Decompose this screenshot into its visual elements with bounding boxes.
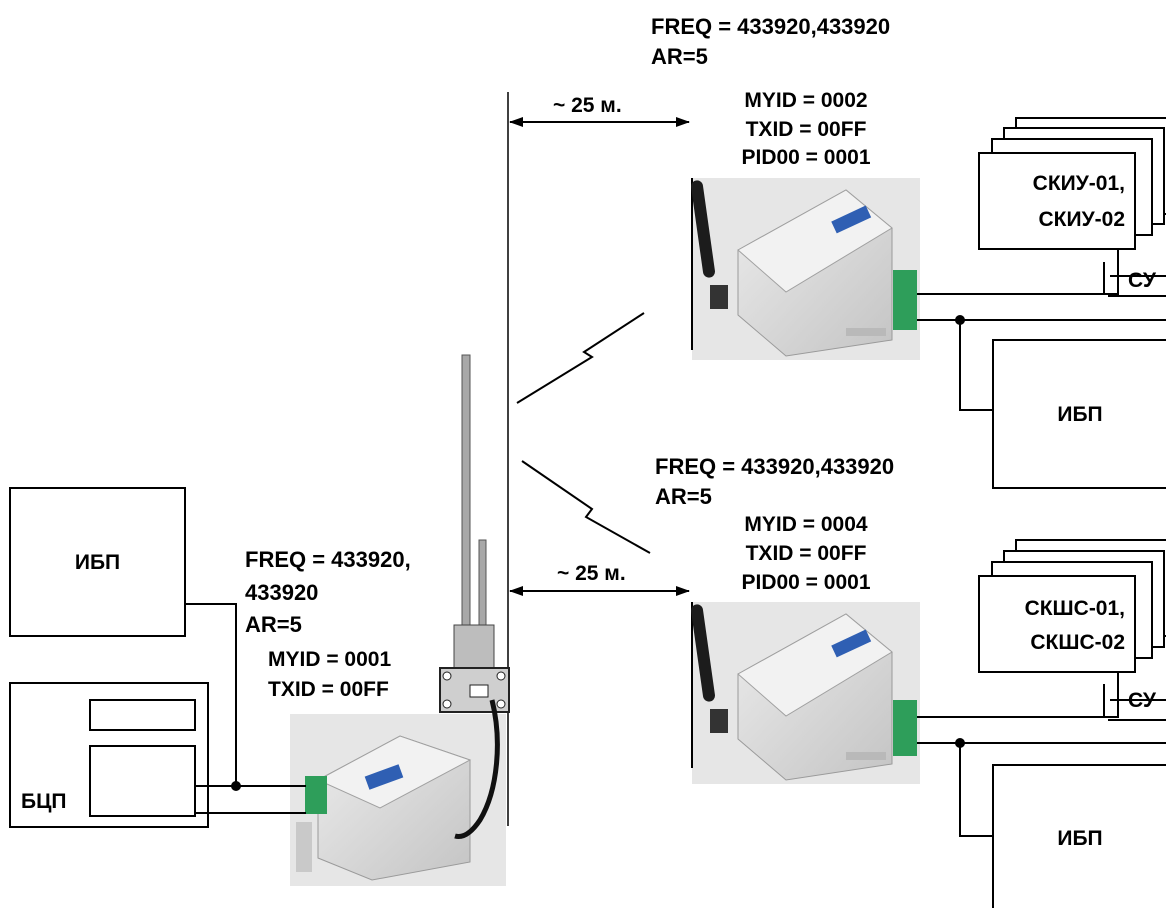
bottom-device-label-1: СКШС-01, (1024, 597, 1125, 620)
bottom-pid-label: PID00 = 0001 (741, 571, 871, 594)
top-ups-label: ИБП (1057, 403, 1103, 426)
master-freq-label-1: FREQ = 433920, (245, 547, 411, 572)
ups-box-left (9, 487, 186, 637)
radio-link-icon (516, 312, 645, 404)
top-ar-label: AR=5 (651, 44, 708, 69)
skiu-device-stack (978, 117, 1166, 250)
top-txid-label: TXID = 00FF (745, 118, 867, 141)
top-pid-label: PID00 = 0001 (741, 146, 871, 169)
bottom-freq-label: FREQ = 433920,433920 (655, 454, 895, 479)
top-device-label-1: СКИУ-01, (1032, 172, 1125, 195)
master-freq-label-2: 433920 (245, 580, 319, 605)
bottom-distance-label: ~ 25 м. (557, 562, 626, 585)
bottom-myid-label: MYID = 0004 (744, 513, 868, 536)
mast-antenna-icon (439, 354, 510, 840)
bottom-bus-label: СУ (1128, 689, 1156, 712)
top-freq-label: FREQ = 433920,433920 (651, 14, 891, 39)
master-ar-label: AR=5 (245, 612, 302, 637)
bottom-ups-label: ИБП (1057, 827, 1103, 850)
master-myid-label: MYID = 0001 (268, 648, 392, 671)
left-ups-label: ИБП (74, 551, 121, 574)
control-panel-keypad (89, 745, 196, 817)
radio-modem-device-icon (691, 602, 920, 784)
control-panel-display (89, 699, 196, 731)
bottom-txid-label: TXID = 00FF (745, 542, 867, 565)
bottom-ar-label: AR=5 (655, 484, 712, 509)
junction-dot (231, 781, 241, 791)
junction-dot (955, 738, 965, 748)
junction-dot (955, 315, 965, 325)
bottom-device-label-2: СКШС-02 (1030, 631, 1125, 654)
skshs-device-stack (978, 539, 1166, 673)
radio-modem-device-icon (290, 714, 506, 886)
control-panel-label: БЦП (21, 790, 67, 813)
radio-link-icon (521, 460, 651, 554)
top-bus-label: СУ (1128, 269, 1156, 292)
ups-box-top (992, 339, 1166, 489)
left-wiring (185, 603, 306, 814)
radio-modem-device-icon (691, 178, 920, 360)
ups-box-bottom (992, 764, 1166, 908)
top-device-label-2: СКИУ-02 (1038, 208, 1126, 231)
top-myid-label: MYID = 0002 (744, 89, 868, 112)
top-distance-label: ~ 25 м. (553, 94, 622, 117)
master-txid-label: TXID = 00FF (268, 678, 389, 701)
